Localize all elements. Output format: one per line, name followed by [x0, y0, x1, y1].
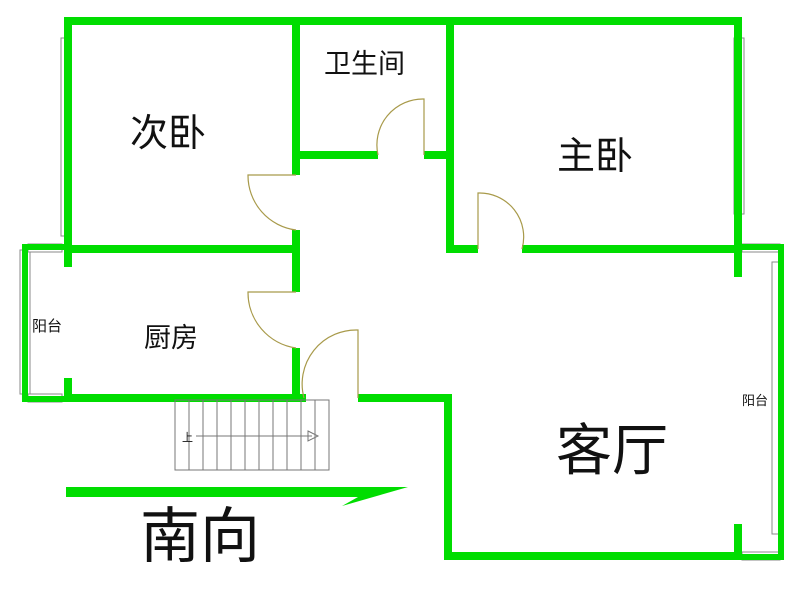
kitchen-label: 厨房 — [144, 323, 198, 354]
living-room-label: 客厅 — [556, 419, 668, 484]
entrance-door — [301, 329, 359, 399]
east-balcony-label: 阳台 — [742, 394, 768, 409]
bathroom-label: 卫生间 — [324, 49, 405, 80]
west-balcony-label: 阳台 — [32, 317, 62, 335]
stair-arrowhead — [307, 430, 320, 442]
master-bedroom-label: 主卧 — [557, 134, 633, 178]
kitchen-door — [247, 291, 297, 349]
walls — [22, 17, 784, 560]
south-direction-arrow — [66, 487, 408, 506]
master-bedroom-door — [477, 192, 525, 250]
room-labels: 次卧 卫生间 主卧 厨房 阳台 客厅 阳台 南向 — [32, 49, 768, 572]
doors — [247, 98, 525, 399]
second-bedroom-label: 次卧 — [130, 111, 206, 155]
stair-label: 上 — [182, 431, 193, 444]
staircase: 上 — [174, 399, 330, 471]
bathroom-door — [376, 98, 425, 156]
orientation-label: 南向 — [140, 502, 260, 572]
second-bedroom-door — [247, 174, 297, 231]
